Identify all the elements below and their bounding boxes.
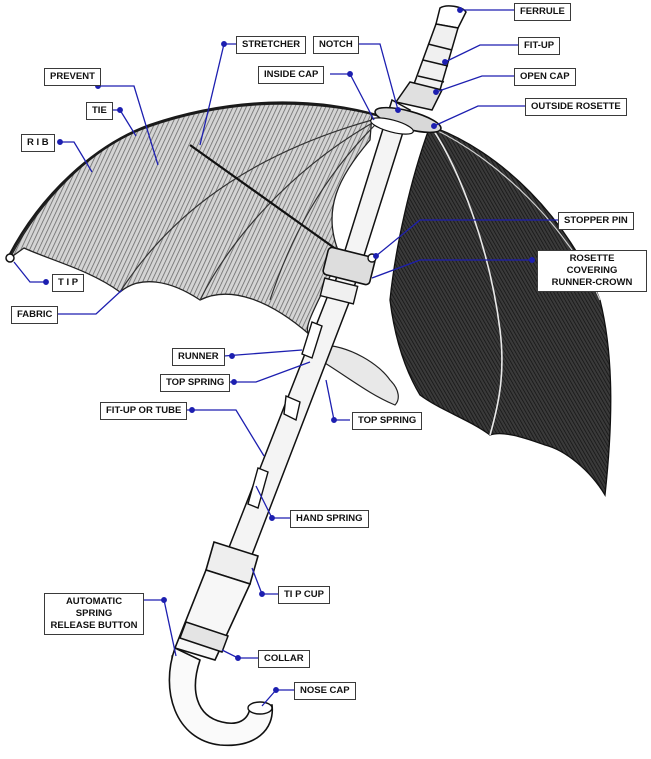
runner-crown-rosette — [322, 246, 376, 286]
canopy-right — [389, 125, 612, 497]
rib-right-1 — [431, 127, 503, 436]
leader-dot-rib — [57, 139, 63, 145]
label-rosette-covering-line2: RUNNER-CROWN — [551, 277, 633, 288]
shaft — [205, 5, 467, 586]
label-prevent: PREVENT — [44, 68, 101, 86]
leader-open-cap — [435, 75, 514, 93]
leader-dot-hand-spring — [269, 515, 275, 521]
leader-dot-tip-cup — [259, 591, 265, 597]
inside-cap — [370, 117, 414, 135]
label-inside-cap: INSIDE CAP — [258, 66, 325, 84]
label-nose-cap: NOSE CAP — [294, 682, 356, 700]
stretcher-bar — [189, 144, 341, 253]
label-rosette-covering: ROSETTE COVERING RUNNER-CROWN — [537, 250, 647, 292]
handle-crook — [168, 646, 274, 747]
leader-automatic-spring — [144, 599, 177, 657]
fabric-lower-fold — [319, 344, 399, 406]
leader-dot-stopper-pin — [373, 253, 379, 259]
leader-fit-up-or-tube — [186, 409, 265, 457]
label-open-cap: OPEN CAP — [514, 68, 576, 86]
leader-dot-fit-up-or-tube — [189, 407, 195, 413]
leader-dot-inside-cap — [347, 71, 353, 77]
collar-ring — [179, 621, 229, 653]
label-tip: T I P — [52, 274, 85, 292]
label-ferrule: FERRULE — [514, 3, 571, 21]
open-cap — [394, 81, 444, 111]
tube-break — [283, 394, 301, 422]
rib-outer — [6, 101, 381, 259]
label-automatic-spring-line2: RELEASE BUTTON — [50, 620, 138, 631]
label-rosette-covering-line1: ROSETTE COVERING — [566, 253, 618, 276]
label-top-spring-right: TOP SPRING — [352, 412, 423, 430]
label-outside-rosette: OUTSIDE ROSETTE — [525, 98, 627, 116]
leader-dot-nose-cap — [273, 687, 279, 693]
leader-dot-notch — [395, 107, 401, 113]
leader-dot-collar — [235, 655, 241, 661]
leader-runner — [223, 349, 303, 357]
leader-dot-fit-up — [442, 59, 448, 65]
label-automatic-spring-line1: AUTOMATIC SPRING — [65, 596, 123, 619]
leader-dot-top-spring-right — [331, 417, 337, 423]
leader-dot-tip — [43, 279, 49, 285]
label-automatic-spring-release: AUTOMATIC SPRING RELEASE BUTTON — [44, 593, 144, 635]
rib-tip — [5, 253, 15, 263]
leader-tip-cup — [251, 567, 278, 595]
label-collar: COLLAR — [258, 650, 310, 668]
nose-cap-end — [247, 701, 273, 715]
label-runner: RUNNER — [172, 348, 225, 366]
label-stretcher: STRETCHER — [236, 36, 307, 54]
runner-body — [319, 277, 359, 305]
leader-dot-ferrule — [457, 7, 463, 13]
hand-spring-slot — [247, 467, 269, 509]
leader-dot-rosette-covering — [529, 257, 535, 263]
leader-lines — [13, 7, 558, 707]
label-stopper-pin: STOPPER PIN — [558, 212, 634, 230]
label-tie: TIE — [86, 102, 113, 120]
leader-dot-stretcher — [221, 41, 227, 47]
canopy-left — [5, 101, 381, 336]
rib-inner-1 — [119, 119, 373, 293]
fabric-left-panel — [9, 103, 373, 336]
fit-up-ring-3 — [417, 75, 445, 83]
top-spring-slot — [301, 321, 323, 359]
label-rib: R I B — [21, 134, 55, 152]
leader-dot-runner — [229, 353, 235, 359]
leader-stopper-pin — [375, 219, 558, 257]
leader-prevent — [98, 85, 159, 166]
label-fit-up: FIT-UP — [518, 37, 561, 55]
leader-fit-up — [444, 44, 518, 63]
leader-dot-outside-rosette — [431, 123, 437, 129]
fit-up-ring-1 — [427, 43, 453, 51]
label-hand-spring: HAND SPRING — [290, 510, 369, 528]
rib-inner-3 — [269, 123, 377, 301]
rib-inner-2 — [199, 121, 375, 301]
fabric-right-panel — [389, 125, 612, 497]
leader-top-spring-right — [325, 379, 350, 421]
label-fit-up-or-tube: FIT-UP OR TUBE — [100, 402, 188, 420]
handle — [168, 569, 274, 747]
leader-rosette-covering — [371, 259, 532, 279]
leader-dot-top-spring-left — [231, 379, 237, 385]
label-notch: NOTCH — [313, 36, 359, 54]
leader-tip — [13, 261, 46, 283]
label-top-spring-left: TOP SPRING — [160, 374, 231, 392]
leader-notch — [356, 43, 399, 111]
leader-dot-automatic-spring — [161, 597, 167, 603]
leader-rib — [60, 141, 93, 173]
label-tip-cup: TI P CUP — [278, 586, 330, 604]
leader-dot-tie — [117, 107, 123, 113]
label-fabric: FABRIC — [11, 306, 59, 324]
leader-outside-rosette — [433, 105, 525, 127]
leader-dot-open-cap — [433, 89, 439, 95]
fit-up-ring-2 — [422, 59, 449, 67]
